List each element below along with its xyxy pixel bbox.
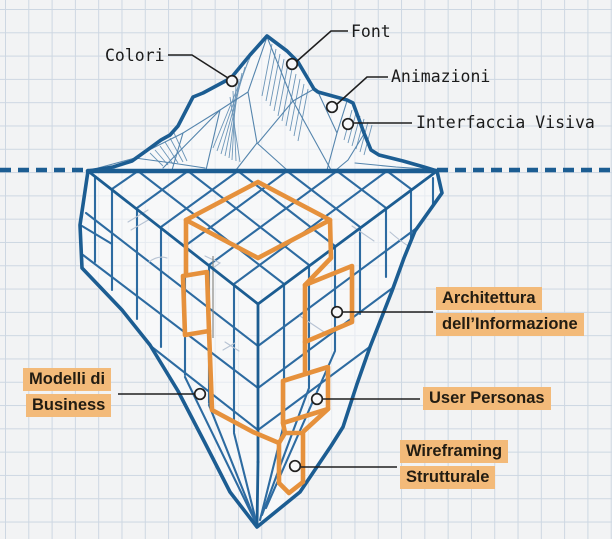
iceberg-below-water (78, 169, 444, 529)
label-interfaccia-visiva: Interfaccia Visiva (416, 113, 595, 132)
leader-dot-animazioni (325, 100, 339, 114)
leader-dot-colori (225, 74, 239, 88)
label-modelli-di-business: Modelli di Business (23, 368, 112, 417)
label-architettura-line2: dell’Informazione (436, 313, 584, 336)
leader-colori (168, 54, 229, 79)
label-wireframing-line2: Strutturale (400, 466, 496, 489)
waterline (0, 167, 612, 174)
label-wireframing-strutturale: Wireframing Strutturale (400, 440, 509, 489)
iceberg-above-water (86, 34, 439, 173)
left-column-continuation (206, 328, 282, 446)
label-animazioni: Animazioni (391, 67, 491, 86)
architettura-highlight-box (302, 263, 355, 345)
label-architettura-line1: Architettura (436, 287, 542, 310)
leader-dot-interfaccia (341, 117, 355, 131)
label-modelli-line1: Modelli di (23, 368, 112, 391)
leader-dot-modelli (193, 387, 207, 401)
wireframing-highlight-box (276, 430, 306, 496)
shading-hatch (149, 43, 373, 167)
label-user-personas-line1: User Personas (423, 387, 551, 410)
leader-dot-wireframing (288, 459, 302, 473)
leader-lines (118, 30, 433, 473)
leader-animazioni (335, 76, 388, 106)
peak-outline (86, 34, 439, 173)
right-drop-edge (302, 217, 334, 288)
orange-highlight-path (180, 179, 355, 496)
leader-dot-font (285, 57, 299, 71)
label-font: Font (351, 22, 391, 41)
label-architettura-informazione: Architettura dell’Informazione (436, 287, 584, 336)
leader-dot-architettura (330, 305, 344, 319)
label-user-personas: User Personas (423, 387, 551, 410)
label-modelli-line2: Business (26, 394, 112, 417)
label-colori: Colori (105, 46, 165, 65)
top-slab-highlight (183, 179, 333, 261)
label-wireframing-line1: Wireframing (400, 440, 509, 463)
leader-font (295, 30, 348, 63)
leader-dot-user-personas (310, 392, 324, 406)
